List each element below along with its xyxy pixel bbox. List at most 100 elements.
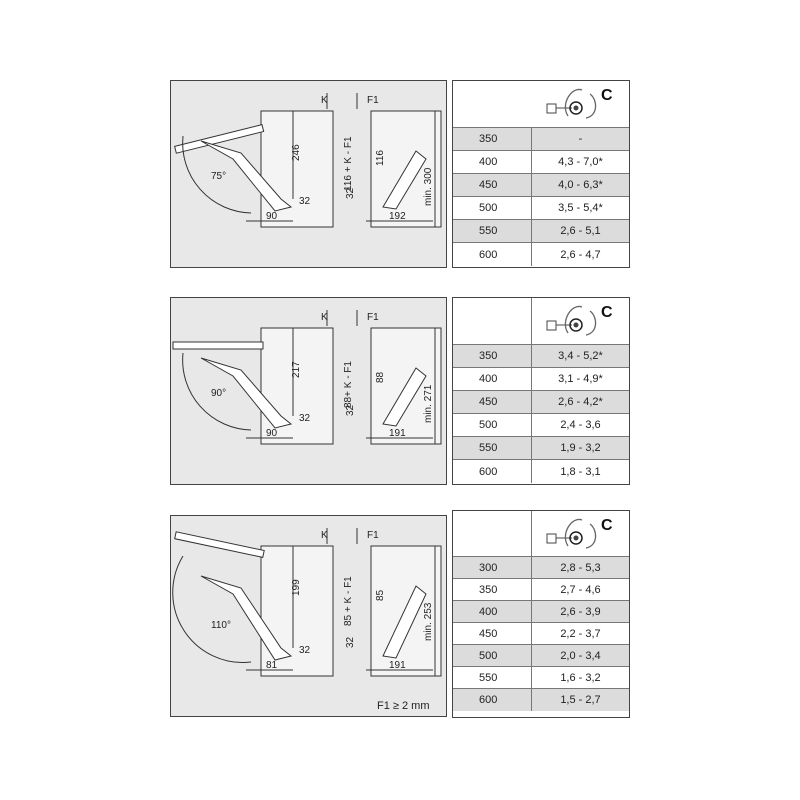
lift-arm-front bbox=[382, 150, 427, 210]
table-row: 400 2,6 - 3,9 bbox=[453, 601, 629, 623]
k-label: K bbox=[321, 312, 328, 323]
force-cell: 4,0 - 6,3* bbox=[531, 174, 629, 196]
diagram-panel-3: 110° 199 32 81 K F1 85 + K - F1 32 85 191 min. 253… bbox=[170, 515, 447, 717]
dimension-label: 217 bbox=[291, 361, 302, 378]
column-symbol: C bbox=[601, 517, 613, 534]
spring-icon: C bbox=[546, 87, 613, 119]
f1-label: F1 bbox=[367, 530, 379, 541]
square-marker bbox=[546, 320, 557, 331]
dimension-label: 191 bbox=[389, 660, 406, 671]
force-cell: - bbox=[531, 128, 629, 150]
spring-coil bbox=[569, 318, 583, 332]
min-height: min. 271 bbox=[423, 384, 434, 423]
table-row: 450 2,2 - 3,7 bbox=[453, 623, 629, 645]
dimension-label: 32 bbox=[345, 636, 356, 648]
size-cell: 400 bbox=[479, 605, 498, 618]
table-header: C bbox=[453, 81, 629, 128]
force-cell: 2,7 - 4,6 bbox=[531, 579, 629, 600]
lift-arm bbox=[200, 140, 293, 212]
cabinet-side bbox=[260, 327, 334, 445]
height-formula: 88+ K - F1 bbox=[343, 361, 354, 408]
table-row: 500 2,4 - 3,6 bbox=[453, 414, 629, 437]
table-row: 350 - bbox=[453, 128, 629, 151]
force-cell: 2,6 - 5,1 bbox=[531, 220, 629, 242]
force-cell: 2,2 - 3,7 bbox=[531, 623, 629, 644]
angle-arc bbox=[182, 352, 252, 431]
spring-icon: C bbox=[546, 304, 613, 336]
dimension-label: 32 bbox=[299, 645, 311, 656]
k-label: K bbox=[321, 95, 328, 106]
dimension-label: 246 bbox=[291, 144, 302, 161]
dimension-label: 192 bbox=[389, 211, 406, 222]
height-formula: 85 + K - F1 bbox=[343, 576, 354, 626]
spring-outline bbox=[564, 305, 597, 336]
lid bbox=[174, 531, 265, 558]
size-cell: 350 bbox=[479, 583, 498, 596]
f1-note: F1 ≥ 2 mm bbox=[377, 700, 430, 712]
force-cell: 1,9 - 3,2 bbox=[531, 437, 629, 459]
k-label: K bbox=[321, 530, 328, 541]
lift-arm-front bbox=[382, 585, 427, 659]
dimension-label: 191 bbox=[389, 428, 406, 439]
table-row: 350 3,4 - 5,2* bbox=[453, 345, 629, 368]
square-marker bbox=[546, 103, 557, 114]
dimension-label: 85 bbox=[375, 589, 386, 601]
size-cell: 450 bbox=[479, 396, 498, 408]
force-cell: 2,4 - 3,6 bbox=[531, 414, 629, 436]
size-cell: 600 bbox=[479, 248, 498, 261]
force-cell: 3,1 - 4,9* bbox=[531, 368, 629, 390]
min-height: min. 253 bbox=[423, 602, 434, 641]
lid bbox=[174, 124, 265, 154]
f1-label: F1 bbox=[367, 312, 379, 323]
force-cell: 1,5 - 2,7 bbox=[531, 689, 629, 711]
dimension-label: 88 bbox=[375, 371, 386, 383]
force-cell: 2,6 - 3,9 bbox=[531, 601, 629, 622]
column-symbol: C bbox=[601, 87, 613, 104]
lift-arm bbox=[200, 357, 293, 429]
table-row: 450 4,0 - 6,3* bbox=[453, 174, 629, 197]
force-cell: 3,5 - 5,4* bbox=[531, 197, 629, 219]
dimension-label: 90 bbox=[266, 211, 278, 222]
size-cell: 450 bbox=[479, 179, 498, 191]
table-header: C bbox=[453, 511, 629, 557]
opening-angle: 75° bbox=[211, 171, 226, 182]
force-cell: 1,6 - 3,2 bbox=[531, 667, 629, 688]
force-cell: 1,8 - 3,1 bbox=[531, 460, 629, 483]
size-cell: 350 bbox=[479, 350, 498, 362]
dimension-label: 81 bbox=[266, 660, 278, 671]
f1-label: F1 bbox=[367, 95, 379, 106]
dimension-label: 90 bbox=[266, 428, 278, 439]
lift-mechanism-drawing: 110° 199 32 81 K F1 85 + K - F1 32 85 191 min. 253 bbox=[172, 528, 442, 677]
force-cell: 2,8 - 5,3 bbox=[531, 557, 629, 578]
dimension-label: 199 bbox=[291, 579, 302, 596]
size-cell: 500 bbox=[479, 419, 498, 431]
size-cell: 450 bbox=[479, 627, 498, 640]
size-cell: 600 bbox=[479, 694, 498, 706]
height-formula: 116 + K - F1 bbox=[343, 136, 354, 191]
spring-coil bbox=[569, 531, 583, 545]
size-cell: 500 bbox=[479, 649, 498, 662]
spring-outline bbox=[564, 88, 597, 119]
size-cell: 550 bbox=[479, 442, 498, 454]
cabinet-side bbox=[260, 545, 334, 677]
dimension-label: 116 bbox=[375, 150, 386, 166]
opening-angle: 110° bbox=[211, 620, 231, 631]
min-height: min. 300 bbox=[423, 167, 434, 206]
force-cell: 3,4 - 5,2* bbox=[531, 345, 629, 367]
spring-coil bbox=[569, 101, 583, 115]
size-cell: 350 bbox=[479, 133, 498, 145]
